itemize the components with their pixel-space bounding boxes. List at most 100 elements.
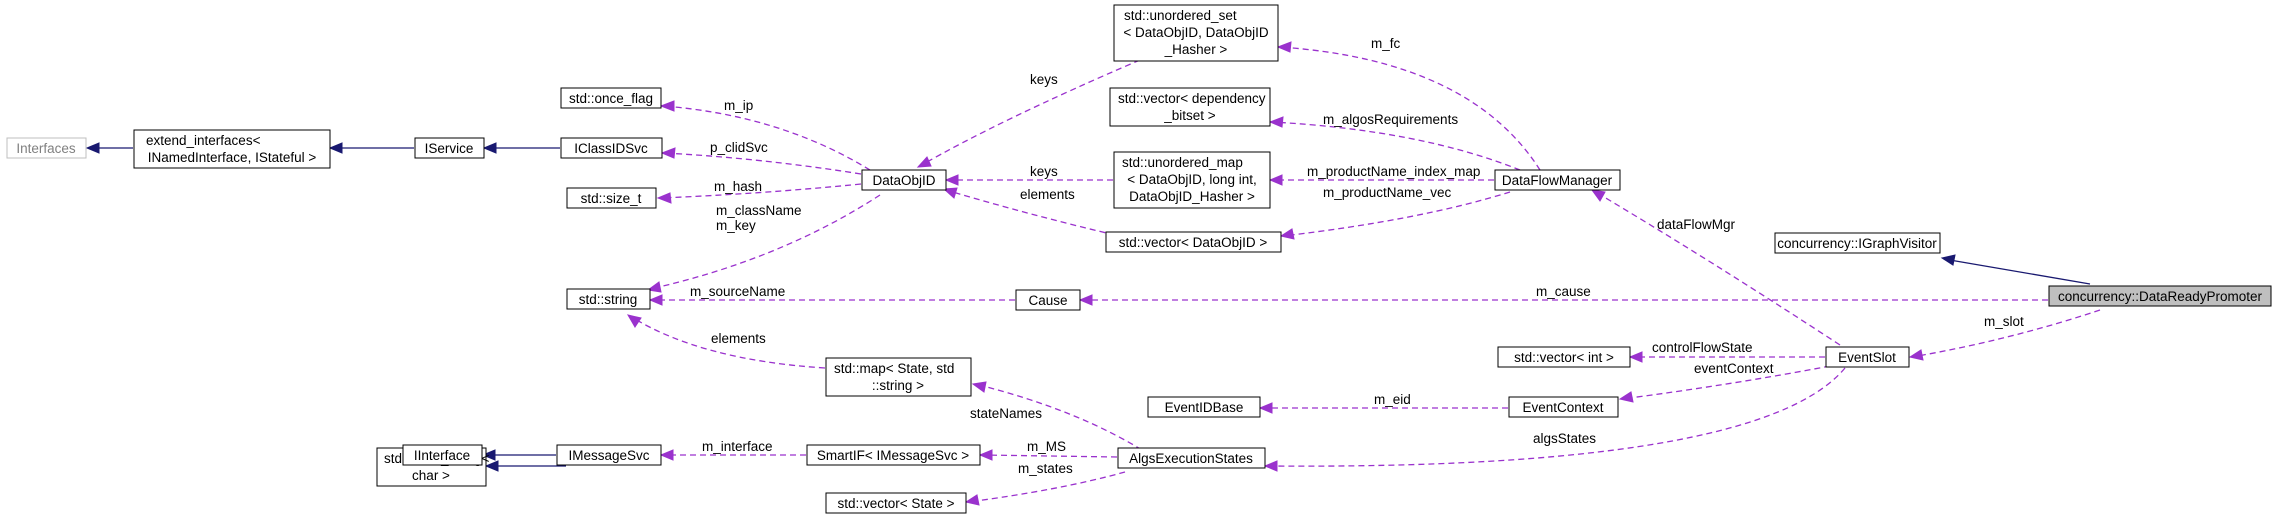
svg-text:std::vector< DataObjID >: std::vector< DataObjID > [1119, 235, 1268, 250]
edge-eventcontext-to-eventidbase [1258, 402, 1508, 414]
node-vector-state[interactable]: std::vector< State > [825, 492, 967, 514]
edge-dataobjid-to-string [646, 194, 881, 293]
edge-eventslot-to-vectorint [1628, 351, 1825, 363]
svg-text:EventIDBase: EventIDBase [1165, 400, 1244, 415]
svg-text:std::vector< State >: std::vector< State > [837, 496, 954, 511]
node-igraphvisitor[interactable]: concurrency::IGraphVisitor [1774, 232, 1941, 254]
svg-text:std::string: std::string [579, 292, 638, 307]
svg-text:_Hasher >: _Hasher > [1164, 42, 1228, 57]
node-map-state[interactable]: std::map< State, std ::string > [825, 357, 972, 397]
node-imessagesvc[interactable]: IMessageSvc [556, 444, 662, 466]
edge-label-m-productname-vec: m_productName_vec [1323, 185, 1452, 200]
node-string[interactable]: std::string [566, 288, 651, 310]
node-eventidbase[interactable]: EventIDBase [1147, 396, 1261, 418]
svg-text:std::size_t: std::size_t [581, 191, 642, 206]
edge-iservice-to-extend [328, 142, 414, 154]
svg-text:extend_interfaces<: extend_interfaces< [146, 133, 261, 148]
edge-label-m-algosrequirements: m_algosRequirements [1323, 112, 1458, 127]
edge-label-m-ms: m_MS [1027, 439, 1066, 454]
svg-text:std::unordered_set: std::unordered_set [1124, 8, 1237, 23]
svg-text:IInterface: IInterface [414, 448, 470, 463]
node-iinterface[interactable]: IInterface [402, 444, 483, 466]
node-iservice[interactable]: IService [414, 137, 485, 159]
edge-string-to-basicstring [484, 460, 566, 472]
edge-dataflowmanager-to-vectorbitset [1268, 116, 1521, 171]
edge-label-m-slot: m_slot [1984, 314, 2024, 329]
edge-smartif-to-imessagesvc [659, 449, 806, 461]
edge-algsexecutionstates-to-smartif [978, 449, 1118, 461]
edge-label-elements-vec: elements [1020, 187, 1075, 202]
edge-label-m-key: m_key [716, 218, 756, 233]
svg-text:char >: char > [412, 468, 450, 483]
svg-text:DataObjID: DataObjID [872, 173, 935, 188]
svg-text:DataFlowManager: DataFlowManager [1502, 173, 1613, 188]
edge-label-p-clidsvc: p_clidSvc [710, 140, 768, 155]
edge-eventslot-to-eventcontext [1618, 365, 1831, 403]
node-datareadypromoter[interactable]: concurrency::DataReadyPromoter [2048, 285, 2272, 307]
edge-promoter-to-eventslot [1908, 309, 2101, 361]
svg-text:Cause: Cause [1028, 293, 1067, 308]
node-iclassidsvc[interactable]: IClassIDSvc [560, 137, 663, 159]
edge-promoter-to-cause [1078, 294, 2048, 306]
svg-text:< DataObjID, DataObjID: < DataObjID, DataObjID [1123, 25, 1268, 40]
edge-label-m-ip: m_ip [724, 98, 753, 113]
node-extend-interfaces[interactable]: extend_interfaces< INamedInterface, ISta… [133, 129, 331, 169]
edge-label-m-states: m_states [1018, 461, 1073, 476]
svg-text:IClassIDSvc: IClassIDSvc [574, 141, 648, 156]
node-unordered-map[interactable]: std::unordered_map < DataObjID, long int… [1113, 151, 1271, 209]
node-once-flag[interactable]: std::once_flag [560, 87, 662, 109]
edge-cause-to-string [648, 294, 1015, 306]
node-interfaces[interactable]: Interfaces [6, 137, 87, 159]
edge-dataobjid-to-sizet [656, 183, 862, 204]
edge-dataflowmanager-to-unorderedmap [1268, 174, 1494, 186]
svg-text:std::vector< dependency: std::vector< dependency [1118, 91, 1266, 106]
svg-text:EventContext: EventContext [1522, 400, 1603, 415]
edge-promoter-to-igraphvisitor [1940, 254, 2091, 285]
edge-eventslot-to-algsexecutionstates [1263, 367, 1846, 472]
edge-unorderedset-to-dataobjid [916, 59, 1141, 168]
edge-extend-to-interfaces [85, 142, 133, 154]
edge-label-m-sourcename: m_sourceName [690, 284, 785, 299]
svg-text:std::map< State, std: std::map< State, std [834, 361, 954, 376]
edge-label-eventcontext: eventContext [1694, 361, 1774, 376]
node-eventcontext[interactable]: EventContext [1508, 396, 1619, 418]
edge-label-dataflowmgr: dataFlowMgr [1657, 217, 1736, 232]
svg-text:std::unordered_map: std::unordered_map [1122, 155, 1243, 170]
node-smartif[interactable]: SmartIF< IMessageSvc > [806, 444, 981, 466]
edge-label-m-hash: m_hash [714, 179, 762, 194]
edge-label-keys-set: keys [1030, 72, 1058, 87]
edge-mapstate-to-string [626, 314, 826, 369]
svg-text:IMessageSvc: IMessageSvc [568, 448, 649, 463]
node-cause[interactable]: Cause [1015, 289, 1081, 311]
node-vector-int[interactable]: std::vector< int > [1497, 346, 1631, 368]
svg-text:< DataObjID, long int,: < DataObjID, long int, [1127, 172, 1256, 187]
edge-label-m-cause: m_cause [1536, 284, 1591, 299]
node-dataobjid[interactable]: DataObjID [861, 169, 947, 191]
node-size-t[interactable]: std::size_t [566, 187, 657, 209]
edge-algsexecutionstates-to-mapstate [971, 381, 1151, 456]
svg-text:std::vector< int >: std::vector< int > [1514, 350, 1614, 365]
edge-dataobjid-to-onceflag [659, 100, 871, 171]
edge-imessagesvc-to-iinterface [481, 449, 556, 461]
edge-vectordataobjid-to-dataobjid [942, 187, 1116, 236]
node-vector-dataobjid[interactable]: std::vector< DataObjID > [1105, 231, 1282, 253]
edge-eventslot-to-dataflowmanager [1590, 189, 1841, 346]
node-unordered-set[interactable]: std::unordered_set < DataObjID, DataObjI… [1113, 4, 1279, 62]
node-eventslot[interactable]: EventSlot [1825, 346, 1910, 368]
svg-text:IService: IService [425, 141, 474, 156]
svg-text:AlgsExecutionStates: AlgsExecutionStates [1129, 451, 1253, 466]
node-algsexecutionstates[interactable]: AlgsExecutionStates [1117, 447, 1266, 469]
edge-algsexecutionstates-to-vectorstate [964, 471, 1126, 506]
edge-label-keys-map: keys [1030, 164, 1058, 179]
node-vector-bitset[interactable]: std::vector< dependency _bitset > [1109, 87, 1271, 127]
edge-dataflowmanager-to-unorderedset [1276, 41, 1541, 171]
svg-text:concurrency::DataReadyPromoter: concurrency::DataReadyPromoter [2058, 289, 2263, 304]
svg-text:concurrency::IGraphVisitor: concurrency::IGraphVisitor [1777, 236, 1937, 251]
edge-label-controlflowstate: controlFlowState [1652, 340, 1753, 355]
edge-dataobjid-to-iclassidsvc [660, 147, 862, 175]
edge-unorderedmap-to-dataobjid [944, 174, 1113, 186]
node-dataflowmanager[interactable]: DataFlowManager [1494, 169, 1621, 191]
edge-label-elements-map: elements [711, 331, 766, 346]
svg-text:SmartIF< IMessageSvc >: SmartIF< IMessageSvc > [817, 448, 969, 463]
